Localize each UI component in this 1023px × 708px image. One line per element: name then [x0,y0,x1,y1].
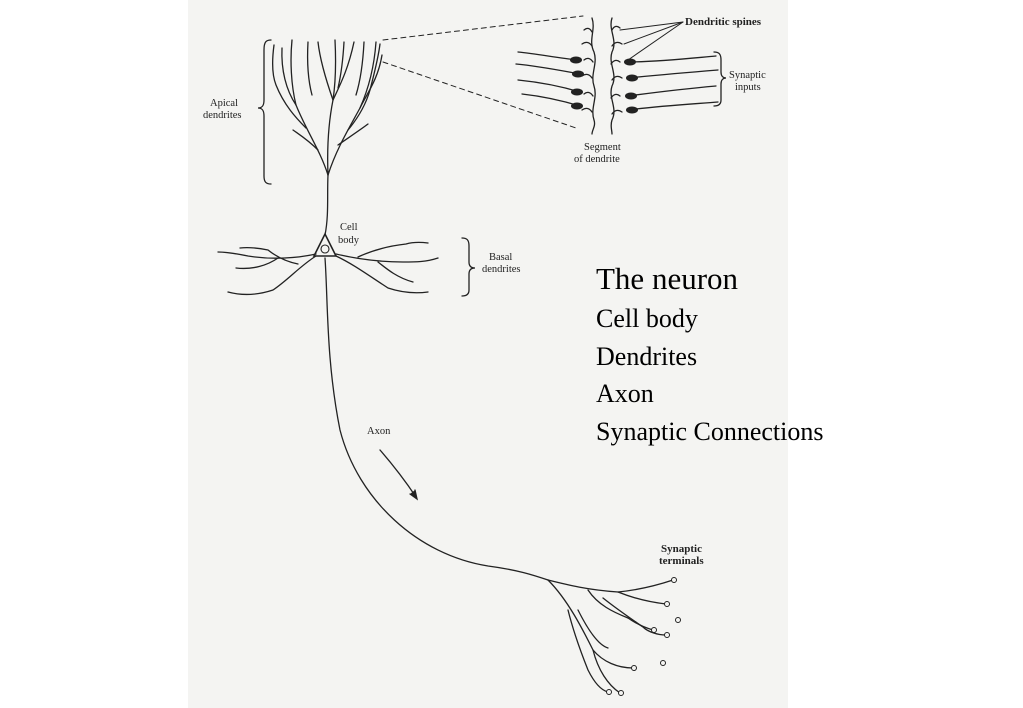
label-terminals-line1: Synaptic [661,543,702,555]
label-cell-line2: body [338,235,360,246]
label-apical-line1: Apical [210,98,238,109]
neuron-diagram: Dendritic spines Synaptic inputs Apical … [188,0,788,708]
axon-direction-arrow [379,449,419,501]
neuron-drawing: Dendritic spines Synaptic inputs Apical … [203,15,766,696]
synaptic-input-knobs [570,56,638,114]
item-cell-body: Cell body [596,304,698,333]
terminal-boutons [606,577,681,696]
item-axon: Axon [596,379,654,408]
label-axon: Axon [367,426,391,437]
slide-title: The neuron [596,261,739,296]
label-segment-line1: Segment [584,142,621,153]
label-basal-line1: Basal [489,252,512,263]
label-cell-line1: Cell [340,222,358,233]
apical-dendrites [272,39,383,176]
item-dendrites: Dendrites [596,341,698,371]
dendrite-segment [581,17,623,135]
label-apical-line2: dendrites [203,110,242,121]
apical-bracket [257,39,272,185]
axon-shape [324,257,549,581]
label-basal-line2: dendrites [482,264,521,275]
basal-dendrites [217,241,439,296]
basal-bracket [461,237,476,297]
label-dendritic-spines: Dendritic spines [685,16,762,28]
label-synaptic-inputs-line2: inputs [735,82,761,93]
zoom-lines [382,15,584,129]
cell-body-shape [312,232,338,257]
spine-arrows [619,21,684,61]
apical-trunk [324,174,329,236]
item-synaptic-connections: Synaptic Connections [596,416,824,446]
label-terminals-line2: terminals [659,555,704,567]
slide-text: The neuron Cell body Dendrites Axon Syna… [596,258,823,450]
synaptic-terminals [547,579,674,694]
synaptic-inputs-bracket [713,51,727,107]
label-synaptic-inputs-line1: Synaptic [729,70,766,81]
label-segment-line2: of dendrite [574,154,620,165]
